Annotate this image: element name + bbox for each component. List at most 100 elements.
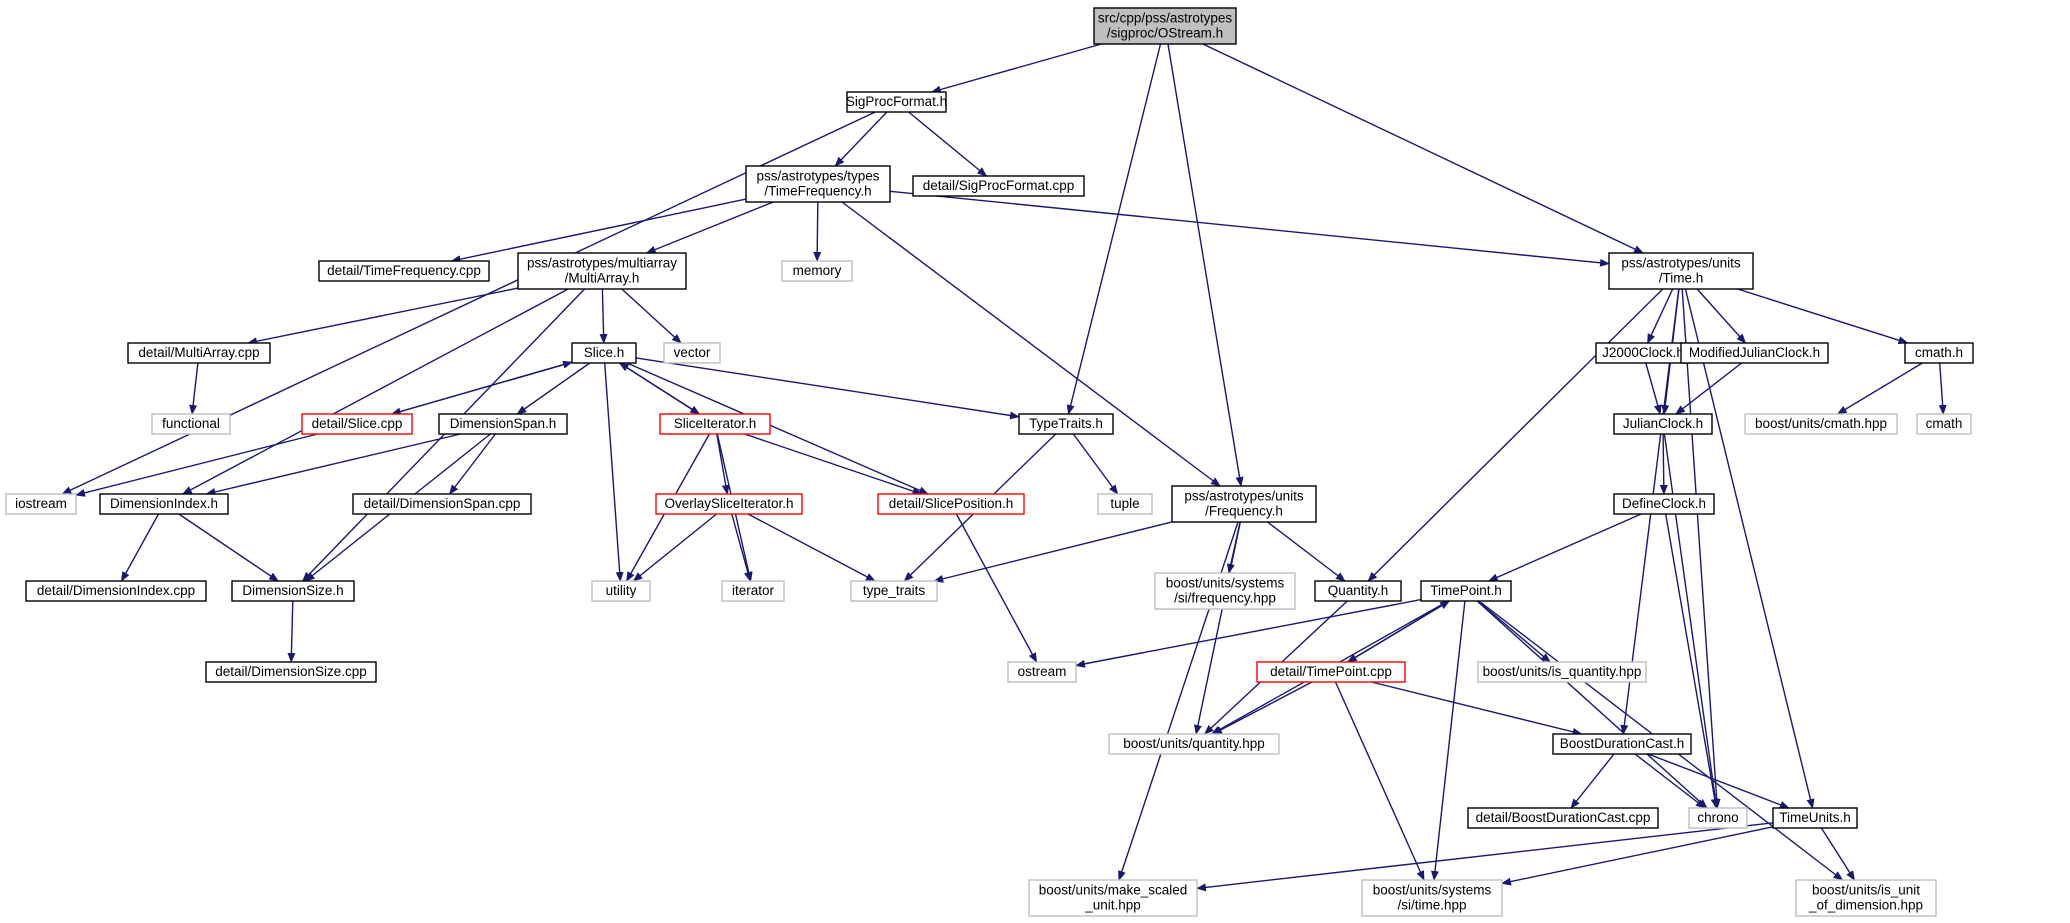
edge-sliceiterator-to-sliceposition <box>744 433 923 495</box>
node-label: JulianClock.h <box>1623 416 1703 431</box>
node-box <box>1093 7 1237 45</box>
edge-time_h-to-chrono <box>1681 288 1721 809</box>
node-label: vector <box>674 345 711 360</box>
node-label: /si/frequency.hpp <box>1174 591 1276 606</box>
edge-overlaysliceiterator-to-type_traits <box>747 513 876 582</box>
node-functional[interactable]: functional <box>151 413 231 435</box>
node-label: iterator <box>732 583 775 598</box>
node-boost_cmath[interactable]: boost/units/cmath.hpp <box>1744 413 1898 435</box>
node-quantity_h[interactable]: Quantity.h <box>1314 580 1402 602</box>
node-iterator[interactable]: iterator <box>721 580 785 602</box>
node-box <box>318 260 490 282</box>
node-sigprocformat[interactable]: SigProcFormat.h <box>846 91 947 113</box>
node-cmath[interactable]: cmath <box>1916 413 1972 435</box>
node-boostdurationcast_cpp[interactable]: detail/BoostDurationCast.cpp <box>1467 807 1659 829</box>
node-utility[interactable]: utility <box>591 580 651 602</box>
node-timeunits[interactable]: TimeUnits.h <box>1772 807 1858 829</box>
node-slice_h[interactable]: Slice.h <box>571 342 637 364</box>
node-multiarray[interactable]: pss/astrotypes/multiarray/MultiArray.h <box>517 252 687 290</box>
edge-sliceposition-to-ostream <box>955 513 1038 663</box>
node-label: detail/TimePoint.cpp <box>1270 664 1392 679</box>
node-dimensionindex[interactable]: DimensionIndex.h <box>99 493 229 515</box>
node-label: boost/units/systems <box>1166 576 1285 591</box>
node-label: pss/astrotypes/types <box>756 169 879 184</box>
edge-multiarray-to-vector <box>621 288 682 344</box>
node-iostream[interactable]: iostream <box>5 493 77 515</box>
node-label: /Time.h <box>1659 271 1704 286</box>
node-sliceposition[interactable]: detail/SlicePosition.h <box>877 493 1025 515</box>
node-sliceiterator[interactable]: SliceIterator.h <box>659 413 771 435</box>
node-label: _unit.hpp <box>1084 898 1141 913</box>
node-vector[interactable]: vector <box>663 342 721 364</box>
node-box <box>1904 342 1974 364</box>
node-label: BoostDurationCast.h <box>1560 736 1685 751</box>
node-is_quantity[interactable]: boost/units/is_quantity.hpp <box>1477 661 1647 683</box>
edge-slice_h-to-utility <box>604 362 624 582</box>
node-type_traits[interactable]: type_traits <box>850 580 938 602</box>
edge-j2000clock-to-julianclock <box>1645 362 1662 415</box>
node-frequency[interactable]: pss/astrotypes/units/Frequency.h <box>1171 485 1317 523</box>
node-si_frequency[interactable]: boost/units/systems/si/frequency.hpp <box>1154 572 1296 610</box>
edge-sigprocformat-to-sigprocformat_cpp <box>908 111 988 177</box>
node-label: TimeUnits.h <box>1779 810 1851 825</box>
node-timefrequency[interactable]: pss/astrotypes/types/TimeFrequency.h <box>745 165 891 203</box>
node-overlaysliceiterator[interactable]: OverlaySliceIterator.h <box>655 493 803 515</box>
node-sigprocformat_cpp[interactable]: detail/SigProcFormat.cpp <box>912 175 1085 197</box>
node-ostream[interactable]: ostream <box>1007 661 1077 683</box>
node-boostdurationcast[interactable]: BoostDurationCast.h <box>1552 733 1692 755</box>
node-timefrequency_cpp[interactable]: detail/TimeFrequency.cpp <box>318 260 490 282</box>
node-label: detail/MultiArray.cpp <box>138 345 259 360</box>
edge-slice_cpp-to-slice_h <box>391 360 573 415</box>
node-j2000clock[interactable]: J2000Clock.h <box>1595 342 1691 364</box>
node-label: TypeTraits.h <box>1029 416 1103 431</box>
node-tuple[interactable]: tuple <box>1097 493 1153 515</box>
edge-overlaysliceiterator-to-iterator <box>731 513 752 582</box>
node-mjdclock[interactable]: ModifiedJulianClock.h <box>1680 342 1829 364</box>
node-is_unit_of_dimension[interactable]: boost/units/is_unit_of_dimension.hpp <box>1795 879 1937 917</box>
node-chrono[interactable]: chrono <box>1688 807 1748 829</box>
edge-time_h-to-quantity_h <box>1367 288 1664 582</box>
node-timepoint[interactable]: TimePoint.h <box>1420 580 1512 602</box>
node-typetraits[interactable]: TypeTraits.h <box>1018 413 1114 435</box>
edge-typetraits-to-tuple <box>1072 433 1119 495</box>
edge-root-to-frequency <box>1167 43 1244 487</box>
edge-timepoint-to-chrono <box>1476 600 1708 809</box>
node-label: /MultiArray.h <box>565 271 640 286</box>
node-label: SigProcFormat.h <box>846 94 947 109</box>
node-dimensionsize_cpp[interactable]: detail/DimensionSize.cpp <box>205 661 377 683</box>
node-time_h[interactable]: pss/astrotypes/units/Time.h <box>1608 252 1754 290</box>
node-box <box>1154 572 1296 610</box>
node-label: pss/astrotypes/units <box>1621 256 1741 271</box>
node-dimensionsize[interactable]: DimensionSize.h <box>231 580 355 602</box>
node-label: /sigproc/OStream.h <box>1107 26 1223 41</box>
node-label: _of_dimension.hpp <box>1808 898 1923 913</box>
node-julianclock[interactable]: JulianClock.h <box>1613 413 1713 435</box>
node-label: detail/TimeFrequency.cpp <box>327 263 481 278</box>
node-make_scaled_unit[interactable]: boost/units/make_scaled_unit.hpp <box>1028 879 1198 917</box>
node-dimensionspan[interactable]: DimensionSpan.h <box>438 413 568 435</box>
node-box <box>1007 661 1077 683</box>
edge-defineclock-to-chrono <box>1665 513 1719 809</box>
node-box <box>1108 733 1280 755</box>
edge-boostdurationcast-to-boostdurationcast_cpp <box>1570 753 1615 809</box>
node-defineclock[interactable]: DefineClock.h <box>1613 493 1715 515</box>
edge-timepoint_cpp-to-quantity_hpp <box>1212 681 1313 735</box>
node-slice_cpp[interactable]: detail/Slice.cpp <box>301 413 413 435</box>
edge-timefrequency-to-timefrequency_cpp <box>450 198 747 264</box>
node-box <box>1018 413 1114 435</box>
node-quantity_hpp[interactable]: boost/units/quantity.hpp <box>1108 733 1280 755</box>
node-multiarray_cpp[interactable]: detail/MultiArray.cpp <box>127 342 271 364</box>
node-si_time[interactable]: boost/units/systems/si/time.hpp <box>1361 879 1503 917</box>
node-timepoint_cpp[interactable]: detail/TimePoint.cpp <box>1256 661 1406 683</box>
node-label: DimensionIndex.h <box>110 496 218 511</box>
node-root[interactable]: src/cpp/pss/astrotypes/sigproc/OStream.h <box>1093 7 1237 45</box>
node-memory[interactable]: memory <box>781 260 853 282</box>
node-dimensionspan_cpp[interactable]: detail/DimensionSpan.cpp <box>352 493 532 515</box>
edge-defineclock-to-timepoint <box>1487 513 1642 582</box>
node-label: chrono <box>1697 810 1738 825</box>
node-label: functional <box>162 416 220 431</box>
node-dimensionindex_cpp[interactable]: detail/DimensionIndex.cpp <box>25 580 207 602</box>
edge-timefrequency-to-memory <box>813 201 822 262</box>
node-box <box>1688 807 1748 829</box>
node-cmath_h[interactable]: cmath.h <box>1904 342 1974 364</box>
